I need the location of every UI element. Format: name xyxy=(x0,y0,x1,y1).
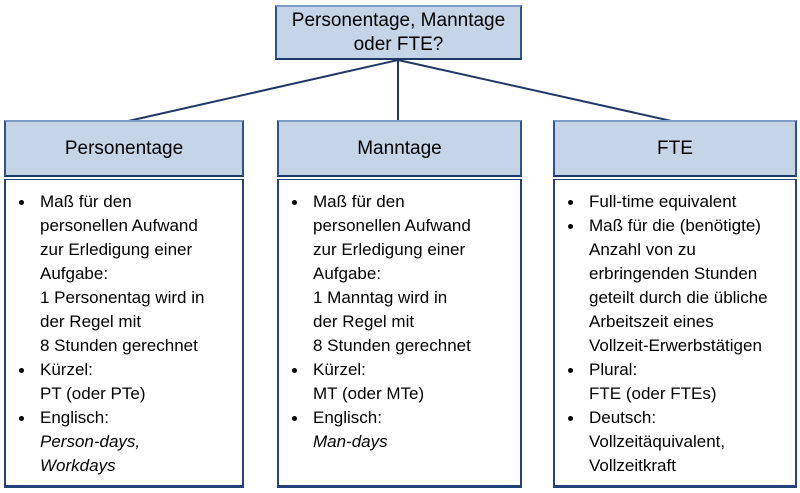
text-line: Anzahl von zu xyxy=(589,240,696,259)
text-line: Vollzeitäquivalent, xyxy=(589,432,726,451)
bullet-item: Englisch: Man-days xyxy=(289,406,518,454)
bullet-icon xyxy=(289,406,313,421)
text-line: Maß für den xyxy=(313,192,405,211)
text-line: Vollzeit-Erwerbstätigen xyxy=(589,336,762,355)
text-line: PT (oder PTe) xyxy=(40,384,146,403)
bullet-item: Englisch: Person-days, Workdays xyxy=(16,406,240,478)
text-line: der Regel mit xyxy=(313,312,415,331)
text-line: zur Erledigung einer xyxy=(313,240,466,259)
text-line: Arbeitszeit eines xyxy=(589,312,714,331)
bullet-icon xyxy=(565,406,589,421)
text-line-italic: Workdays xyxy=(40,456,116,475)
bullet-text: Kürzel: PT (oder PTe) xyxy=(40,358,240,406)
bullet-item: Maß für den personellen Aufwand zur Erle… xyxy=(16,190,240,358)
bullet-icon xyxy=(565,190,589,205)
bullet-text: Englisch: Person-days, Workdays xyxy=(40,406,240,478)
bullet-item: Kürzel: MT (oder MTe) xyxy=(289,358,518,406)
text-line: 1 Manntag wird in xyxy=(313,288,448,307)
bullet-item: Plural: FTE (oder FTEs) xyxy=(565,358,793,406)
column-personentage: Personentage Maß für den personellen Auf… xyxy=(4,120,244,488)
bullet-text: Maß für den personellen Aufwand zur Erle… xyxy=(40,190,240,358)
bullet-item: Kürzel: PT (oder PTe) xyxy=(16,358,240,406)
text-line: 1 Personentag wird in xyxy=(40,288,205,307)
bullet-icon xyxy=(16,406,40,421)
text-line: personellen Aufwand xyxy=(40,216,198,235)
bullet-text: Kürzel: MT (oder MTe) xyxy=(313,358,518,406)
text-line: personellen Aufwand xyxy=(313,216,471,235)
bullet-icon xyxy=(289,190,313,205)
bullet-text: Maß für die (benötigte) Anzahl von zu er… xyxy=(589,214,793,358)
bullet-item: Deutsch: Vollzeitäquivalent, Vollzeitkra… xyxy=(565,406,793,478)
text-line-italic: Person-days, xyxy=(40,432,141,451)
text-line-italic: Man-days xyxy=(313,432,388,451)
bullet-icon xyxy=(16,358,40,373)
bullet-icon xyxy=(565,358,589,373)
bullet-item: Full-time equivalent xyxy=(565,190,793,214)
column-body-personentage: Maß für den personellen Aufwand zur Erle… xyxy=(4,179,244,488)
text-line: erbringenden Stunden xyxy=(589,264,758,283)
text-line: 8 Stunden gerechnet xyxy=(40,336,198,355)
bullet-item: Maß für den personellen Aufwand zur Erle… xyxy=(289,190,518,358)
bullet-text: Deutsch: Vollzeitäquivalent, Vollzeitkra… xyxy=(589,406,793,478)
column-body-manntage: Maß für den personellen Aufwand zur Erle… xyxy=(277,179,522,488)
text-line: Englisch: xyxy=(313,408,382,427)
bullet-text: Englisch: Man-days xyxy=(313,406,518,454)
text-line: Vollzeitkraft xyxy=(589,456,676,475)
column-manntage: Manntage Maß für den personellen Aufwand… xyxy=(277,120,522,488)
bullet-text: Full-time equivalent xyxy=(589,190,793,214)
bullet-text: Maß für den personellen Aufwand zur Erle… xyxy=(313,190,518,358)
title-line: oder FTE? xyxy=(353,33,444,55)
text-line: zur Erledigung einer xyxy=(40,240,193,259)
column-header-personentage: Personentage xyxy=(4,120,244,177)
text-line: MT (oder MTe) xyxy=(313,384,425,403)
bullet-item: Maß für die (benötigte) Anzahl von zu er… xyxy=(565,214,793,358)
text-line: FTE (oder FTEs) xyxy=(589,384,717,403)
text-line: Full-time equivalent xyxy=(589,192,737,211)
column-fte: FTE Full-time equivalent Maß für die (be… xyxy=(553,120,797,488)
title-line: Personentage, Manntage xyxy=(291,9,506,31)
text-line: Kürzel: xyxy=(313,360,366,379)
text-line: Maß für den xyxy=(40,192,132,211)
text-line: Deutsch: xyxy=(589,408,657,427)
bullet-icon xyxy=(16,190,40,205)
text-line: geteilt durch die übliche xyxy=(589,288,768,307)
text-line: Englisch: xyxy=(40,408,109,427)
title-box: Personentage, Manntage oder FTE? xyxy=(275,5,522,60)
text-line: Kürzel: xyxy=(40,360,93,379)
text-line: Aufgabe: xyxy=(313,264,382,283)
bullet-icon xyxy=(565,214,589,229)
column-body-fte: Full-time equivalent Maß für die (benöti… xyxy=(553,179,797,488)
text-line: Plural: xyxy=(589,360,638,379)
text-line: der Regel mit xyxy=(40,312,142,331)
column-header-manntage: Manntage xyxy=(277,120,522,177)
text-line: Aufgabe: xyxy=(40,264,109,283)
text-line: 8 Stunden gerechnet xyxy=(313,336,471,355)
bullet-icon xyxy=(289,358,313,373)
text-line: Maß für die (benötigte) xyxy=(589,216,761,235)
column-header-fte: FTE xyxy=(553,120,797,177)
bullet-text: Plural: FTE (oder FTEs) xyxy=(589,358,793,406)
